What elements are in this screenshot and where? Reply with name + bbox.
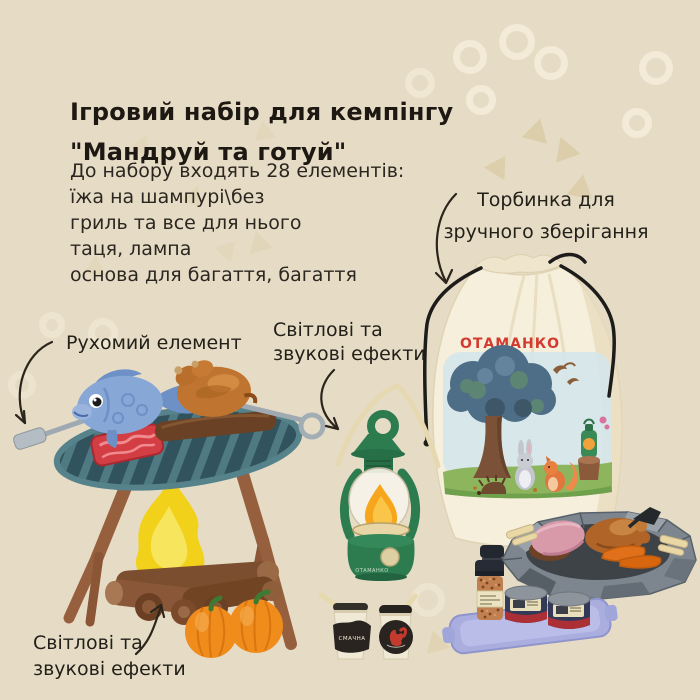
carrot-toy: [601, 545, 662, 569]
cup-left: СМАЧНА: [333, 603, 371, 660]
decor-ring: [88, 318, 118, 348]
decor-ring: [499, 24, 535, 60]
description-line: гриль та все для нього: [70, 212, 302, 234]
fire-base-food-image: [501, 507, 697, 600]
chicken-toy: [174, 360, 258, 417]
pumpkin-toy: [185, 595, 237, 658]
decor-ring: [466, 85, 496, 115]
print-scene: ОТАМАНКО: [443, 336, 612, 499]
page-title: Ігровий набір для кемпінгу "Мандруй та г…: [70, 92, 453, 172]
description-line: таця, лампа: [70, 238, 192, 260]
ham-toy: [531, 520, 585, 556]
decor-ring: [639, 51, 673, 85]
canned-food: [547, 591, 591, 629]
lantern-toy-image: ОТАМАНКО: [335, 383, 441, 581]
decor-ring: [453, 40, 487, 74]
drawstring-cord: [559, 264, 616, 398]
decor-ring: [39, 312, 65, 338]
callout-bag-label: Торбинка для зручного зберігання: [443, 189, 649, 243]
spatula-toy: [627, 507, 661, 529]
lantern-arm: [397, 468, 420, 541]
pumpkin-toy: [229, 589, 283, 653]
decor-ring: [622, 108, 652, 138]
callout-movable-label: Рухомий елемент: [66, 332, 242, 354]
callout-lantern-label: Світлові та звукові ефекти: [273, 319, 426, 365]
decor-triangle: [548, 132, 581, 165]
description-line: До набору входять 28 елементів:: [70, 160, 405, 182]
bag-gather: [474, 254, 564, 274]
title-line: "Мандруй та готуй": [70, 138, 347, 167]
decor-ring: [534, 46, 568, 80]
skewer-handle: [13, 427, 47, 450]
product-description: До набору входять 28 елементів: їжа на ш…: [70, 158, 404, 288]
lantern-handle: [335, 383, 441, 469]
storage-bag-image: ОТАМАНКО: [422, 252, 623, 548]
grill-toy-image: [13, 360, 326, 658]
callout-campfire-label: Світлові та звукові ефекти: [33, 632, 186, 680]
bag-brand-text: ОТАМАНКО: [460, 336, 560, 352]
stump-lantern: [578, 418, 600, 480]
description-line: основа для багаття, багаття: [70, 264, 357, 286]
skewer-sticks: [506, 524, 689, 556]
skewer-ring: [298, 412, 326, 440]
decor-triangle: [521, 115, 553, 147]
cups-image: СМАЧНА: [318, 592, 418, 660]
lantern-arm: [340, 468, 363, 541]
decor-triangle: [482, 149, 515, 182]
cup-right: [379, 605, 413, 660]
rabbit: [515, 439, 535, 490]
spice-jar: [475, 545, 504, 620]
drawstring-cord: [548, 252, 587, 264]
title-line: Ігровий набір для кемпінгу: [70, 98, 454, 127]
hedgehog: [477, 475, 507, 495]
sausage-toy: [154, 410, 277, 442]
description-line: їжа на шампурі\без: [70, 186, 265, 208]
lantern-knob: [380, 547, 400, 567]
canned-food: [504, 585, 548, 623]
lantern-brand-text: ОТАМАНКО: [355, 568, 388, 574]
decor-ring: [405, 68, 435, 98]
birds: [553, 362, 579, 385]
squirrel: [544, 456, 578, 492]
tray-jars-image: [442, 545, 618, 655]
cup-label-text: СМАЧНА: [338, 636, 365, 642]
lantern-roof: [353, 434, 403, 453]
flame-toy: [135, 477, 205, 588]
squirrel-logo: [389, 629, 404, 646]
